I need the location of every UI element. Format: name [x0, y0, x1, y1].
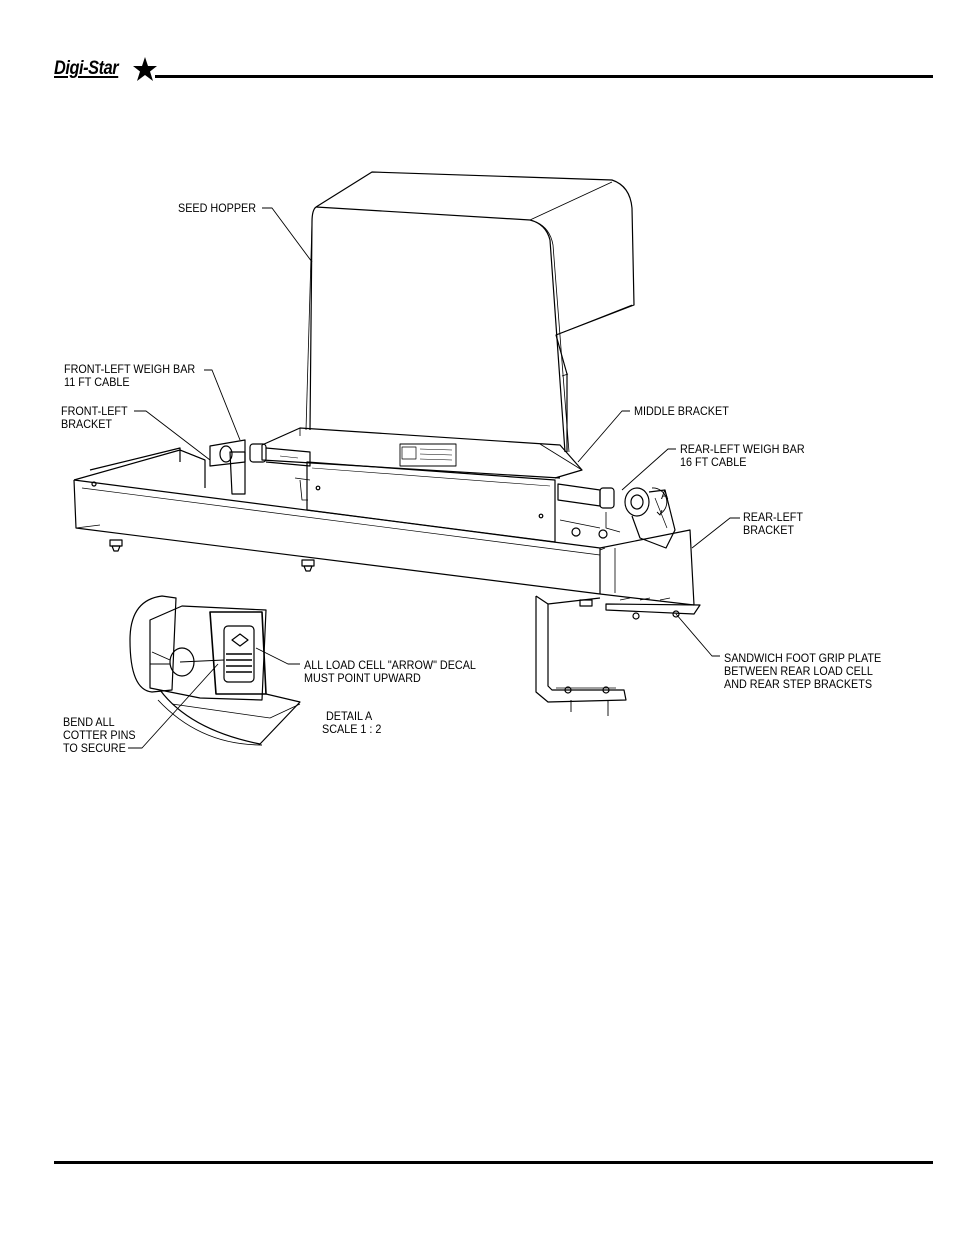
label-cotter-1: BEND ALL	[63, 715, 115, 729]
hopper-base	[261, 427, 583, 479]
footer-rule	[54, 1161, 933, 1164]
side-plate	[306, 461, 556, 543]
label-seed-hopper: SEED HOPPER	[178, 201, 257, 215]
label-rear-left-weigh-bar: REAR-LEFT WEIGH BAR	[680, 442, 805, 456]
label-sandwich-1: SANDWICH FOOT GRIP PLATE	[724, 651, 882, 665]
label-detail-marker: A	[661, 488, 669, 502]
rear-left-weigh-bar	[557, 483, 676, 549]
label-cotter-2: COTTER PINS	[63, 728, 136, 742]
label-middle-bracket: MIDDLE BRACKET	[634, 404, 729, 418]
label-sandwich-3: AND REAR STEP BRACKETS	[724, 677, 873, 691]
seed-hopper	[305, 171, 635, 453]
header-rule	[155, 75, 933, 78]
brand-name: Digi-Star	[54, 58, 119, 79]
label-sandwich-2: BETWEEN REAR LOAD CELL	[724, 664, 873, 678]
star-icon	[133, 57, 157, 81]
label-front-left-weigh-bar: FRONT-LEFT WEIGH BAR	[64, 362, 196, 376]
label-arrow-decal-2: MUST POINT UPWARD	[304, 671, 421, 685]
front-left-weigh-bar	[209, 439, 311, 501]
label-front-left-bracket: FRONT-LEFT	[61, 404, 128, 418]
rail-bolts	[109, 539, 593, 607]
digi-star-logo: Digi-Star	[54, 56, 158, 84]
leader-lines	[128, 207, 740, 749]
label-detail-title: DETAIL A	[326, 709, 373, 723]
frame-rail	[73, 447, 695, 606]
label-front-left-bracket-2: BRACKET	[61, 417, 113, 431]
label-arrow-decal-1: ALL LOAD CELL "ARROW" DECAL	[304, 658, 476, 672]
label-front-left-weigh-bar-cable: 11 FT CABLE	[64, 375, 130, 389]
label-rear-left-bracket-2: BRACKET	[743, 523, 795, 537]
rear-step-bracket	[535, 595, 701, 716]
label-detail-scale: SCALE 1 : 2	[322, 722, 382, 736]
label-rear-left-weigh-bar-cable: 16 FT CABLE	[680, 455, 747, 469]
label-rear-left-bracket: REAR-LEFT	[743, 510, 804, 524]
label-cotter-3: TO SECURE	[63, 741, 126, 755]
detail-a-view	[129, 595, 301, 746]
